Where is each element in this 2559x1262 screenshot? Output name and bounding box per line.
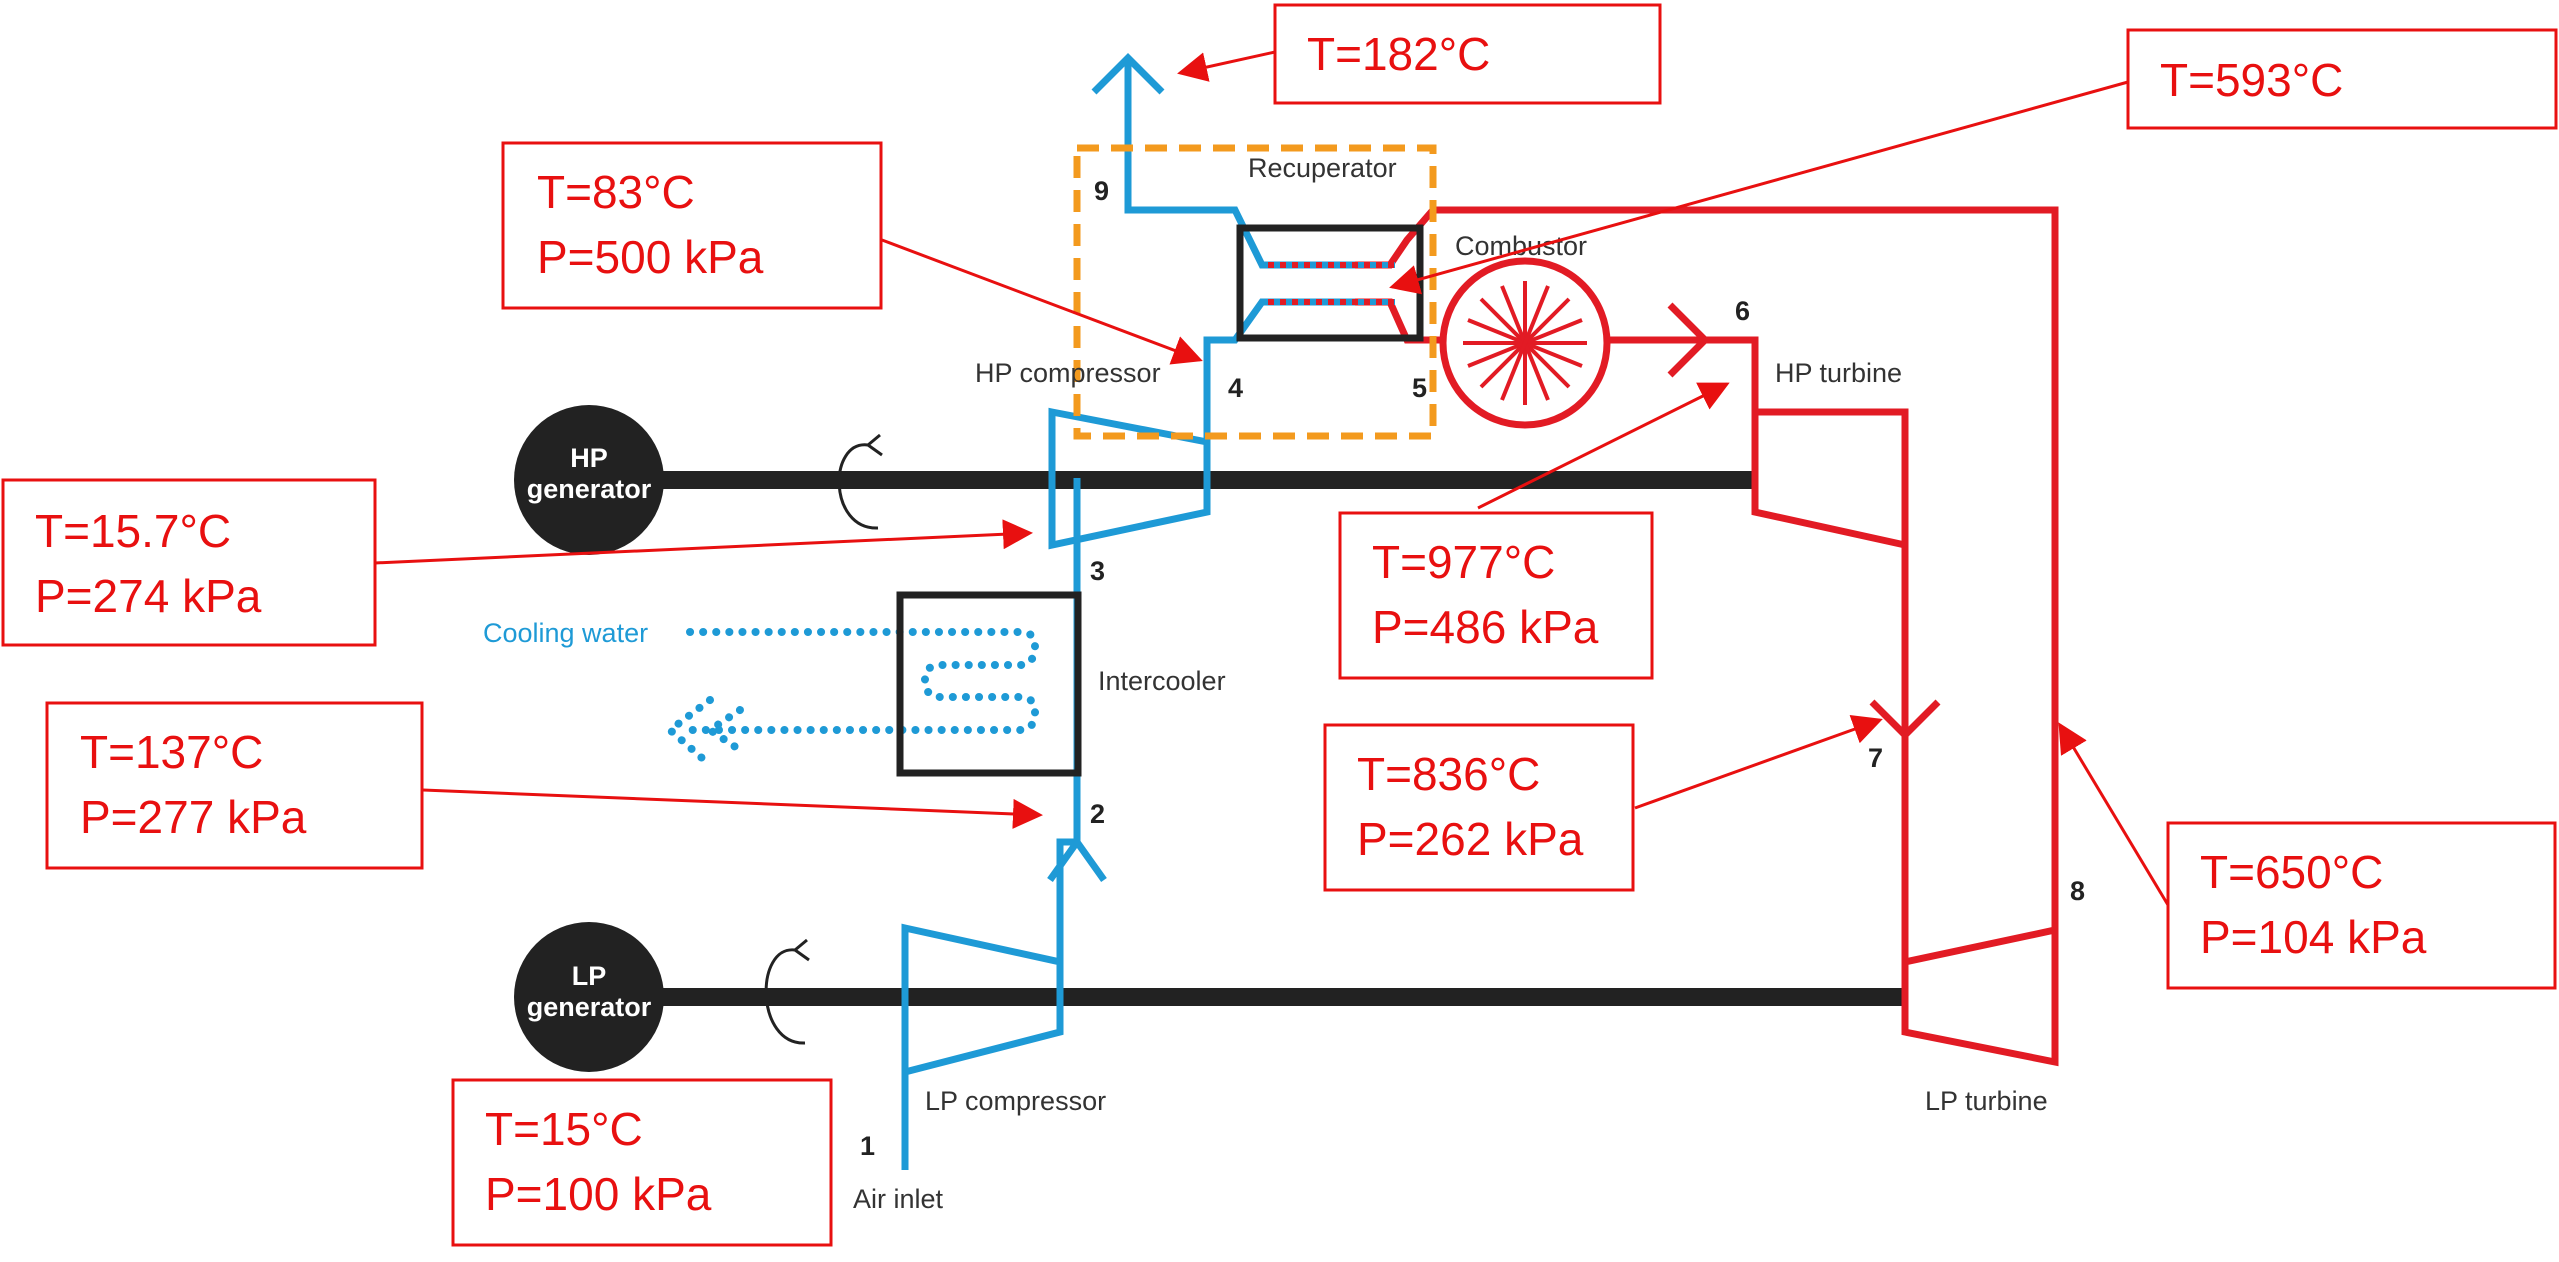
callout-state4-pressure: P=500 kPa <box>537 231 764 283</box>
pipe-6 <box>1705 336 1759 412</box>
intercooler-label: Intercooler <box>1098 666 1226 696</box>
callout-state2: T=137°C P=277 kPa <box>45 701 424 870</box>
leader-state8 <box>2058 722 2170 906</box>
state-point-1: 1 <box>860 1131 875 1161</box>
recuperator-boundary <box>1073 144 1437 440</box>
lp-rotation-arrowhead-icon <box>794 938 810 962</box>
hp-generator-label-line2: generator <box>527 474 652 504</box>
callout-state8: T=650°C P=104 kPa <box>2166 821 2557 990</box>
hp-compressor-label: HP compressor <box>975 358 1161 388</box>
callout-state7-temperature: T=836°C <box>1357 748 1540 800</box>
cooling-water-in <box>676 628 1040 734</box>
callout-combustor: T=593°C <box>2126 28 2558 130</box>
exhaust-arrow-icon <box>1091 53 1165 95</box>
hp-rotation-icon <box>837 443 879 530</box>
hp-compressor <box>1048 407 1211 550</box>
leader-state6 <box>1477 382 1730 510</box>
callout-state1-pressure: P=100 kPa <box>485 1168 712 1220</box>
pipe-2 <box>1056 478 1081 962</box>
callout-state1: T=15°C P=100 kPa <box>451 1078 833 1247</box>
callout-state2-pressure: P=277 kPa <box>80 791 307 843</box>
callout-leaders <box>374 50 2170 906</box>
callout-state8-pressure: P=104 kPa <box>2200 911 2427 963</box>
callout-exhaust-temperature: T=182°C <box>1307 28 1490 80</box>
rotation-arrows <box>764 433 883 1045</box>
arrow-2-icon <box>1047 835 1107 883</box>
lp-compressor-label: LP compressor <box>925 1086 1106 1116</box>
state-point-3: 3 <box>1090 556 1105 586</box>
callout-state4: T=83°C P=500 kPa <box>501 141 883 310</box>
lp-generator: LP generator <box>514 922 664 1072</box>
state-point-6: 6 <box>1735 296 1750 326</box>
lp-generator-label-line2: generator <box>527 992 652 1022</box>
hp-turbine-label: HP turbine <box>1775 358 1902 388</box>
callout-state7: T=836°C P=262 kPa <box>1323 723 1635 892</box>
cooling-water-arrowhead-inner-icon <box>702 706 744 754</box>
leader-state3 <box>374 519 1033 565</box>
callout-state4-temperature: T=83°C <box>537 166 695 218</box>
leader-exhaust <box>1177 50 1276 82</box>
leader-state7 <box>1634 715 1883 810</box>
hp-turbine <box>1751 408 1909 550</box>
callout-state3-pressure: P=274 kPa <box>35 570 262 622</box>
callout-state3: T=15.7°C P=274 kPa <box>1 478 377 647</box>
cooling-water-arrowhead-icon <box>663 696 714 769</box>
lp-compressor <box>901 923 1064 1077</box>
lp-generator-label-line1: LP <box>572 961 607 991</box>
state-point-4: 4 <box>1228 373 1243 403</box>
hp-generator-label-line1: HP <box>570 443 608 473</box>
state-point-7: 7 <box>1868 743 1883 773</box>
state-point-9: 9 <box>1094 176 1109 206</box>
intercooler <box>896 591 1082 777</box>
hp-rotation-arrowhead-icon <box>867 433 883 457</box>
cooling-water-label: Cooling water <box>483 618 648 648</box>
lp-rotation-icon <box>764 948 806 1045</box>
callout-combustor-temperature: T=593°C <box>2160 54 2343 106</box>
component-labels: Recuperator Combustor HP compressor HP t… <box>483 153 2048 1214</box>
callout-state6-pressure: P=486 kPa <box>1372 601 1599 653</box>
leader-state2 <box>422 788 1043 829</box>
state-point-8: 8 <box>2070 876 2085 906</box>
combustor-label: Combustor <box>1455 231 1587 261</box>
leader-state4 <box>881 238 1203 365</box>
state-point-numbers: 1 2 3 4 5 6 7 8 9 <box>860 176 2085 1161</box>
callout-state8-temperature: T=650°C <box>2200 846 2383 898</box>
cooling-water-stream <box>663 628 1040 769</box>
callout-state7-pressure: P=262 kPa <box>1357 813 1584 865</box>
combustor <box>1439 257 1611 429</box>
flame-icon <box>1463 281 1587 405</box>
arrow-7-icon <box>1869 699 1941 740</box>
callout-state6-temperature: T=977°C <box>1372 536 1555 588</box>
air-inlet-label: Air inlet <box>853 1184 944 1214</box>
lp-turbine-label: LP turbine <box>1925 1086 2048 1116</box>
shafts <box>660 471 1905 1006</box>
callout-state3-temperature: T=15.7°C <box>35 505 231 557</box>
state-point-2: 2 <box>1090 799 1105 829</box>
recuperator-label: Recuperator <box>1248 153 1397 183</box>
callout-state6: T=977°C P=486 kPa <box>1338 511 1654 680</box>
lp-turbine <box>1901 925 2059 1067</box>
pipe-4 <box>1203 298 1355 442</box>
recuperator-exchanger <box>1236 224 1424 342</box>
recuperator-core <box>1236 224 1424 342</box>
state-point-5: 5 <box>1412 373 1427 403</box>
leader-combustor <box>1389 80 2129 295</box>
callout-state1-temperature: T=15°C <box>485 1103 643 1155</box>
callout-state2-temperature: T=137°C <box>80 726 263 778</box>
callout-exhaust: T=182°C <box>1273 3 1662 105</box>
hp-generator: HP generator <box>514 405 664 555</box>
